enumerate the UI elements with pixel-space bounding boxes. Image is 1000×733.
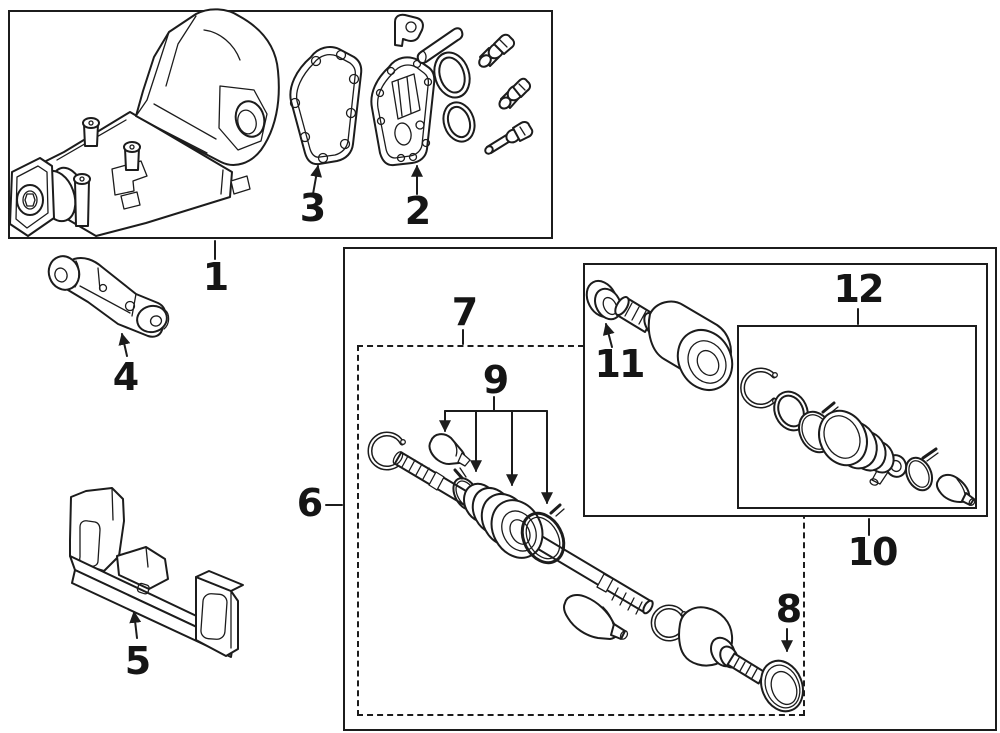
callout-9[interactable]: 9 (482, 358, 509, 402)
callout-8[interactable]: 8 (775, 587, 802, 631)
callout-12[interactable]: 12 (833, 267, 885, 311)
callout-3[interactable]: 3 (299, 186, 326, 230)
callout-7[interactable]: 7 (451, 290, 478, 334)
callout-10[interactable]: 10 (847, 530, 899, 574)
callout-5[interactable]: 5 (124, 639, 151, 683)
group-box-boot-kit (737, 325, 977, 509)
group-box-axle-shaft-kit (357, 345, 805, 716)
part-heat-shield (69, 487, 244, 658)
group-box-axle-assembly (343, 247, 997, 731)
part-support-bracket (47, 255, 170, 338)
group-box-differential-assembly (8, 10, 553, 239)
callout-4[interactable]: 4 (112, 355, 139, 399)
callout-2[interactable]: 2 (404, 189, 431, 233)
callout-1[interactable]: 1 (202, 255, 229, 299)
callout-11[interactable]: 11 (594, 342, 646, 386)
callout-6[interactable]: 6 (296, 481, 323, 525)
